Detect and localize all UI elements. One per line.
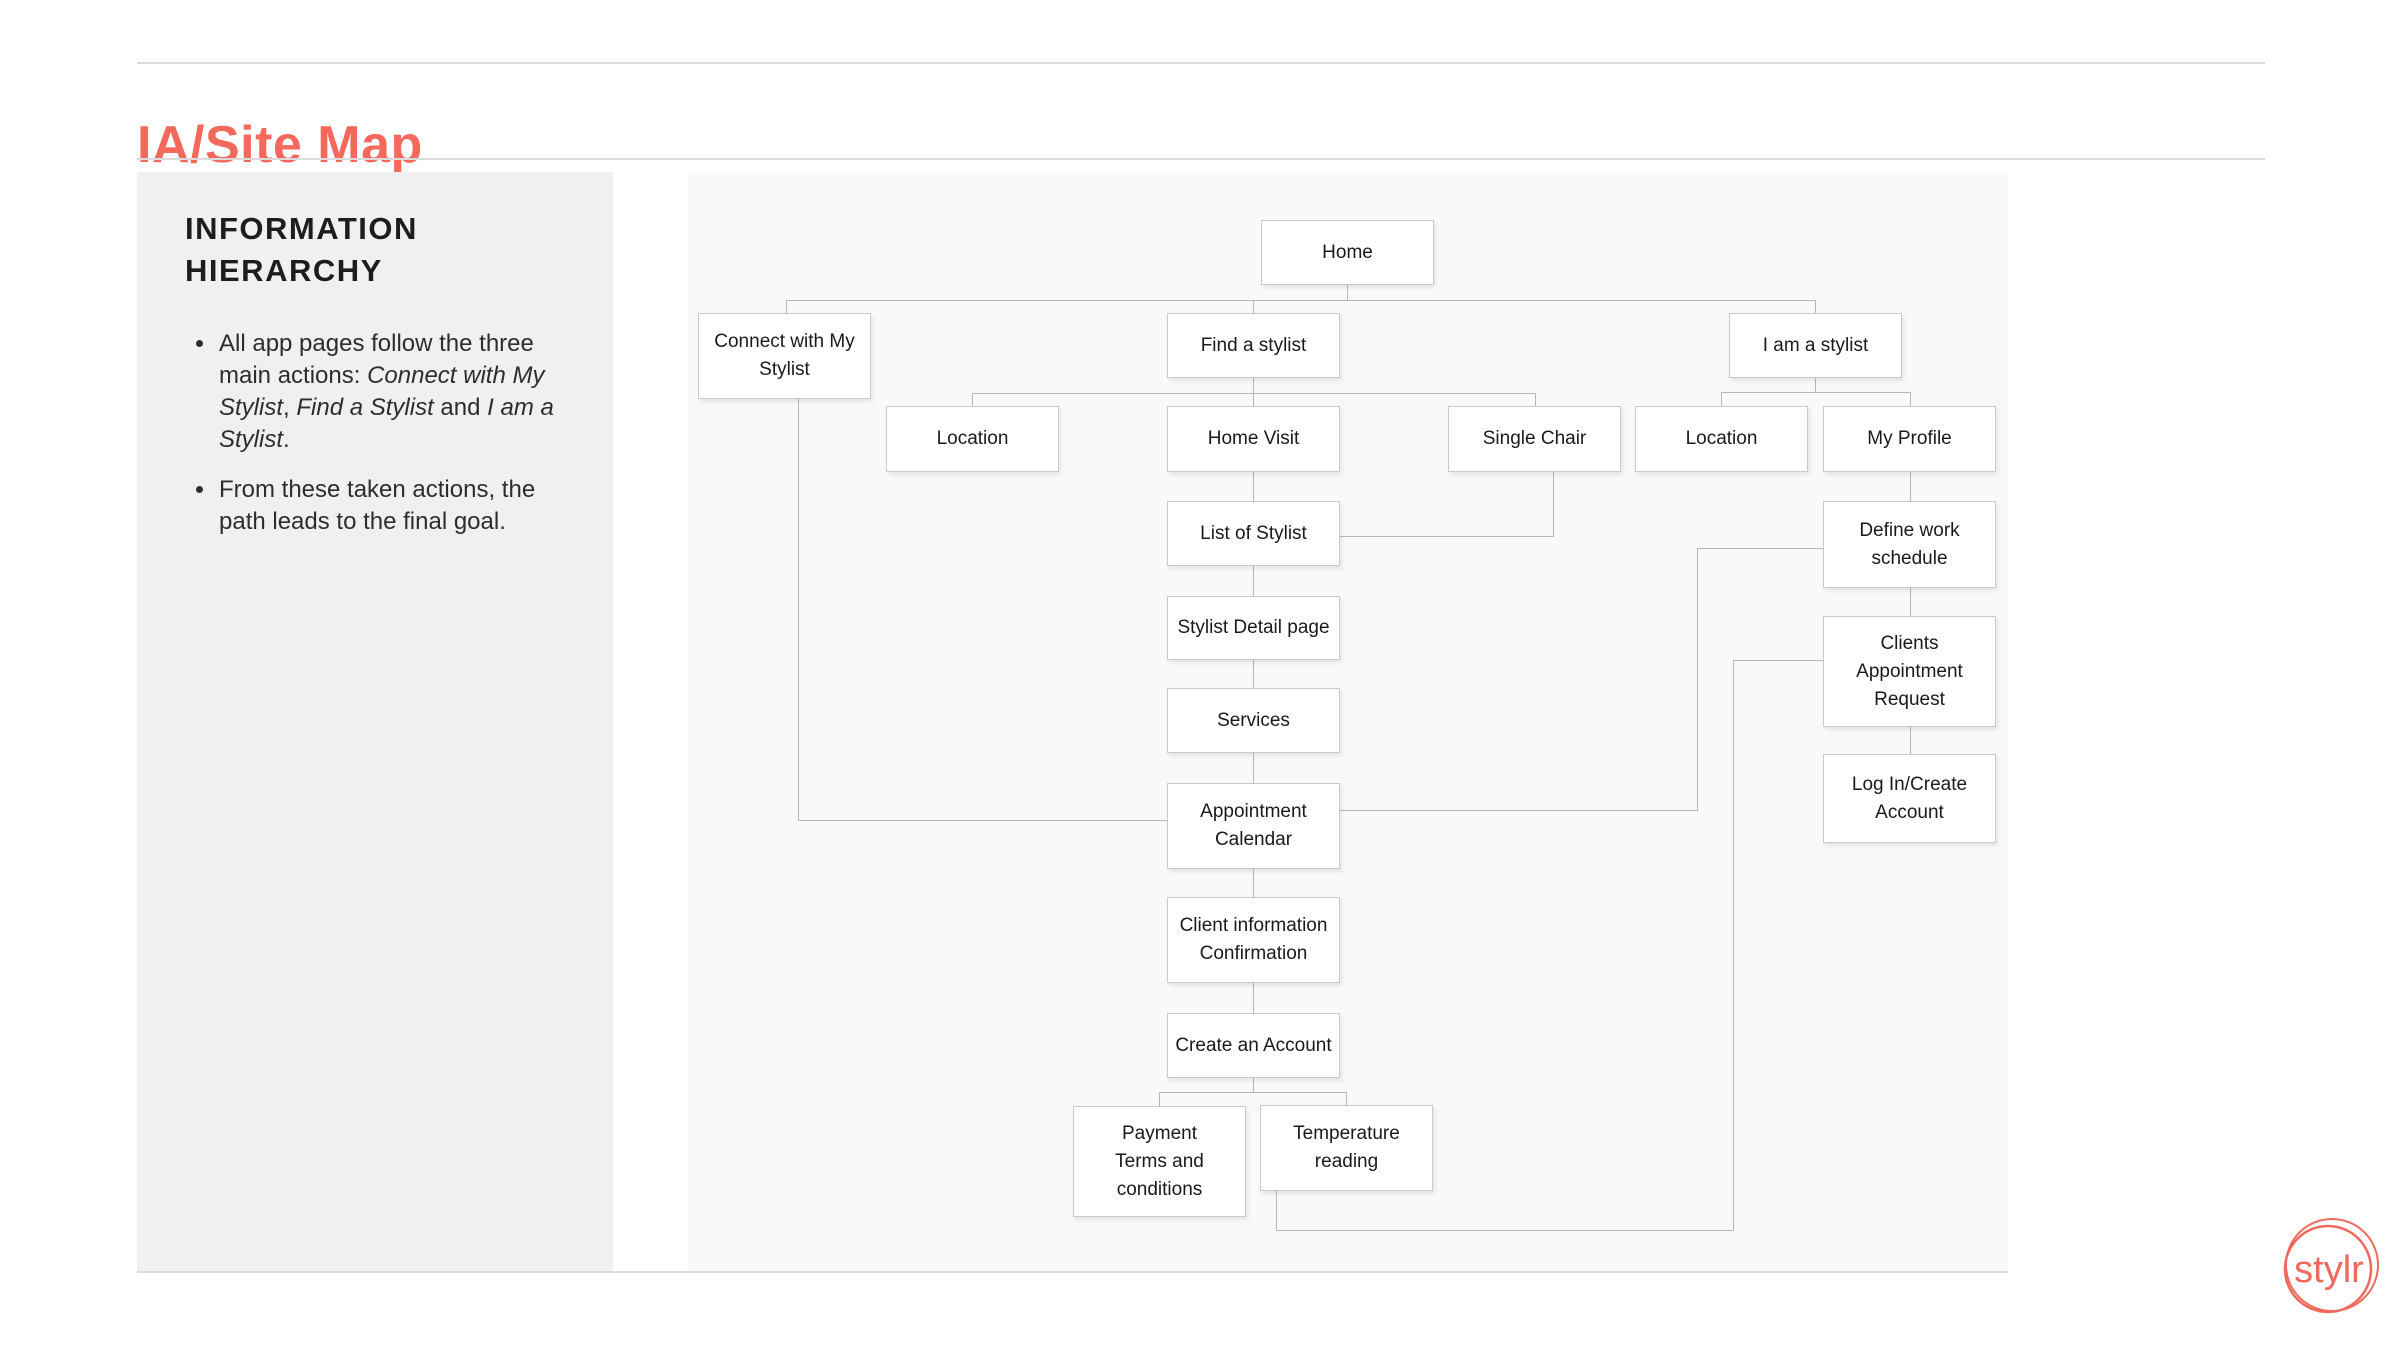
connector — [1815, 300, 1816, 313]
connector — [1340, 810, 1698, 811]
connector — [1815, 378, 1816, 392]
connector — [1535, 393, 1536, 406]
connector — [972, 393, 973, 406]
node-home[interactable]: Home — [1261, 220, 1434, 285]
node-create-an-account[interactable]: Create an Account — [1167, 1013, 1340, 1078]
connector — [1253, 983, 1254, 1013]
node-payment-terms[interactable]: Payment Terms and conditions — [1073, 1106, 1246, 1217]
connector — [1253, 300, 1254, 313]
stylr-logo-text: stylr — [2294, 1249, 2364, 1291]
connector — [1721, 392, 1722, 406]
info-bullet-1: All app pages follow the three main acti… — [217, 328, 571, 456]
connector — [1553, 472, 1554, 536]
connector — [1276, 1230, 1734, 1231]
node-stylist-detail-page[interactable]: Stylist Detail page — [1167, 596, 1340, 660]
connector — [1721, 392, 1910, 393]
node-location-stylist[interactable]: Location — [1635, 406, 1808, 472]
info-bullet-list: All app pages follow the three main acti… — [185, 328, 573, 538]
node-appointment-calendar[interactable]: Appointment Calendar — [1167, 783, 1340, 869]
node-home-visit[interactable]: Home Visit — [1167, 406, 1340, 472]
node-i-am-a-stylist[interactable]: I am a stylist — [1729, 313, 1902, 378]
connector — [1253, 1078, 1254, 1092]
stylr-logo: stylr — [2272, 1210, 2388, 1326]
connector — [1253, 753, 1254, 783]
info-panel: INFORMATION HIERARCHY All app pages follo… — [137, 172, 613, 1271]
node-single-chair[interactable]: Single Chair — [1448, 406, 1621, 472]
connector — [798, 399, 799, 820]
node-client-information-confirmation[interactable]: Client information Confirmation — [1167, 897, 1340, 983]
connector — [1733, 660, 1734, 1230]
title-divider — [137, 158, 2265, 160]
node-clients-appointment-request[interactable]: Clients Appointment Request — [1823, 616, 1996, 727]
connector — [1697, 548, 1823, 549]
top-divider — [137, 62, 2265, 64]
connector — [1253, 660, 1254, 688]
bottom-divider — [137, 1271, 2008, 1273]
connector — [1910, 392, 1911, 406]
node-temperature-reading[interactable]: Temperature reading — [1260, 1105, 1433, 1191]
connector — [786, 300, 1816, 301]
connector — [1253, 378, 1254, 406]
node-my-profile[interactable]: My Profile — [1823, 406, 1996, 472]
stylr-logo-circles: stylr — [2283, 1218, 2379, 1314]
node-list-of-stylist[interactable]: List of Stylist — [1167, 501, 1340, 566]
connector — [1697, 548, 1698, 810]
connector — [798, 820, 1167, 821]
connector — [1346, 1092, 1347, 1105]
node-connect-with-my-stylist[interactable]: Connect with My Stylist — [698, 313, 871, 399]
info-panel-heading: INFORMATION HIERARCHY — [185, 208, 573, 292]
connector — [1910, 588, 1911, 616]
info-heading-line1: INFORMATION — [185, 211, 418, 246]
connector — [1276, 1191, 1277, 1230]
node-login-create-account[interactable]: Log In/Create Account — [1823, 754, 1996, 843]
node-services[interactable]: Services — [1167, 688, 1340, 753]
connector — [786, 300, 787, 313]
info-bullet-2: From these taken actions, the path leads… — [217, 474, 571, 538]
page-title: IA/Site Map — [137, 115, 423, 174]
connector — [1159, 1092, 1347, 1093]
connector — [1253, 869, 1254, 897]
connector — [1910, 472, 1911, 501]
connector — [1340, 536, 1554, 537]
connector — [972, 393, 1535, 394]
node-find-a-stylist[interactable]: Find a stylist — [1167, 313, 1340, 378]
node-define-work-schedule[interactable]: Define work schedule — [1823, 501, 1996, 588]
info-heading-line2: HIERARCHY — [185, 253, 383, 288]
connector — [1253, 472, 1254, 501]
connector — [1159, 1092, 1160, 1106]
node-location-find[interactable]: Location — [886, 406, 1059, 472]
connector — [1253, 566, 1254, 596]
connector — [1733, 660, 1823, 661]
connector — [1347, 284, 1348, 300]
sitemap-canvas: Home Connect with My Stylist Find a styl… — [688, 172, 2008, 1271]
connector — [1910, 727, 1911, 754]
